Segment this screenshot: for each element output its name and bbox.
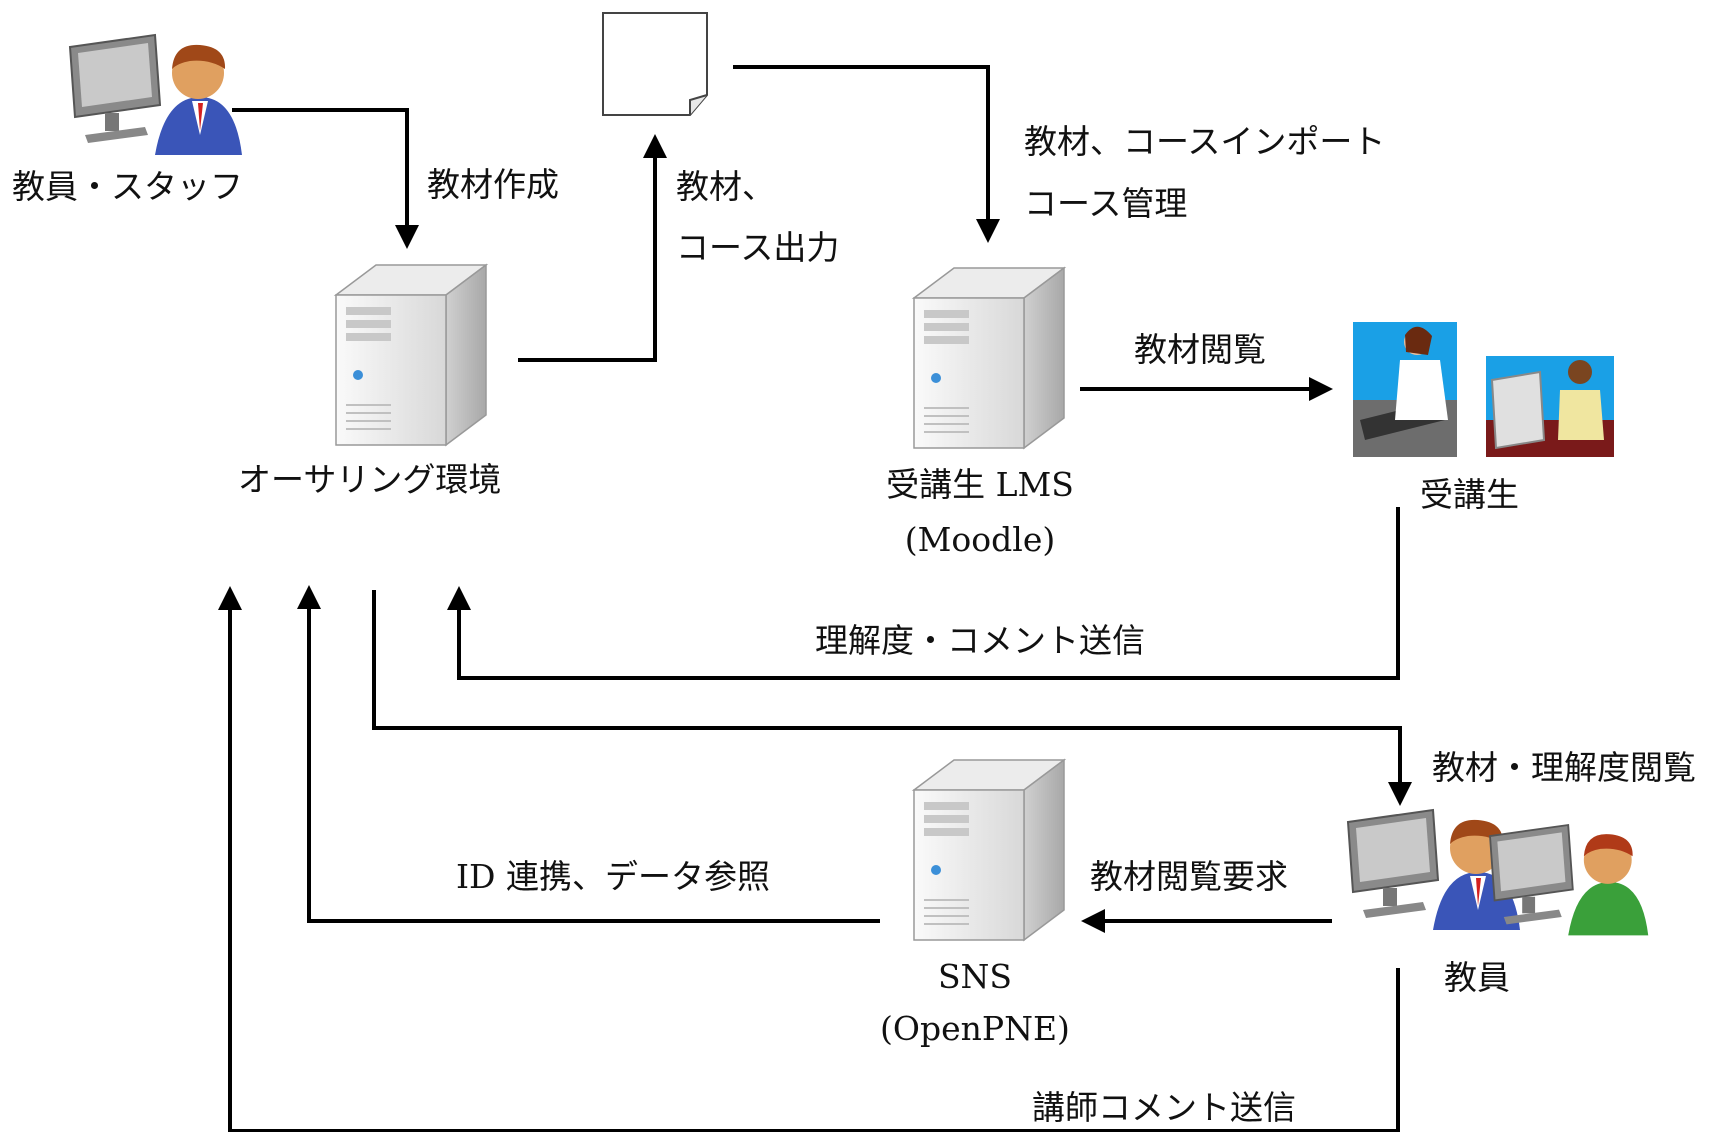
arrow-export <box>518 134 667 362</box>
edge-label-teacher-view: 教材・理解度閲覧 <box>1432 748 1696 787</box>
edge-label-request: 教材閲覧要求 <box>1090 857 1288 896</box>
document-icon <box>602 12 708 116</box>
sns-label: SNS <box>937 957 1013 996</box>
sns-sublabel: (OpenPNE) <box>880 1009 1070 1048</box>
edge-label-instructor-comment: 講師コメント送信 <box>1032 1088 1296 1127</box>
lms-server-icon <box>913 267 1065 449</box>
edge-label-import-1: 教材、コースインポート <box>1024 122 1386 161</box>
students-label: 受講生 <box>1420 475 1519 514</box>
arrow-create <box>232 108 419 249</box>
edge-label-import-2: コース管理 <box>1024 184 1188 223</box>
staff-computer-icon <box>69 34 243 156</box>
arrow-feedback <box>447 507 1400 680</box>
arrow-id-link <box>297 585 880 923</box>
edge-label-id-link: ID 連携、データ参照 <box>456 857 770 896</box>
edge-label-export-2: コース出力 <box>676 228 840 267</box>
arrow-instructor-comment <box>218 586 1400 1132</box>
arrow-import <box>733 65 1000 243</box>
edge-label-create: 教材作成 <box>427 165 559 204</box>
lms-sublabel: (Moodle) <box>904 520 1056 559</box>
teacher-computer-icon-2 <box>1489 823 1649 936</box>
edge-label-export-1: 教材、 <box>676 167 775 206</box>
lms-label: 受講生 LMS <box>886 465 1074 504</box>
authoring-server-icon <box>335 264 487 446</box>
student-photo-icon <box>1353 322 1614 457</box>
edge-label-feedback: 理解度・コメント送信 <box>815 621 1145 660</box>
edge-label-view: 教材閲覧 <box>1134 330 1266 369</box>
arrow-teacher-view <box>372 590 1412 806</box>
connectors <box>218 65 1412 1132</box>
staff-label: 教員・スタッフ <box>12 167 243 206</box>
sns-server-icon <box>913 759 1065 941</box>
teachers-label: 教員 <box>1444 958 1510 997</box>
authoring-label: オーサリング環境 <box>238 460 502 499</box>
